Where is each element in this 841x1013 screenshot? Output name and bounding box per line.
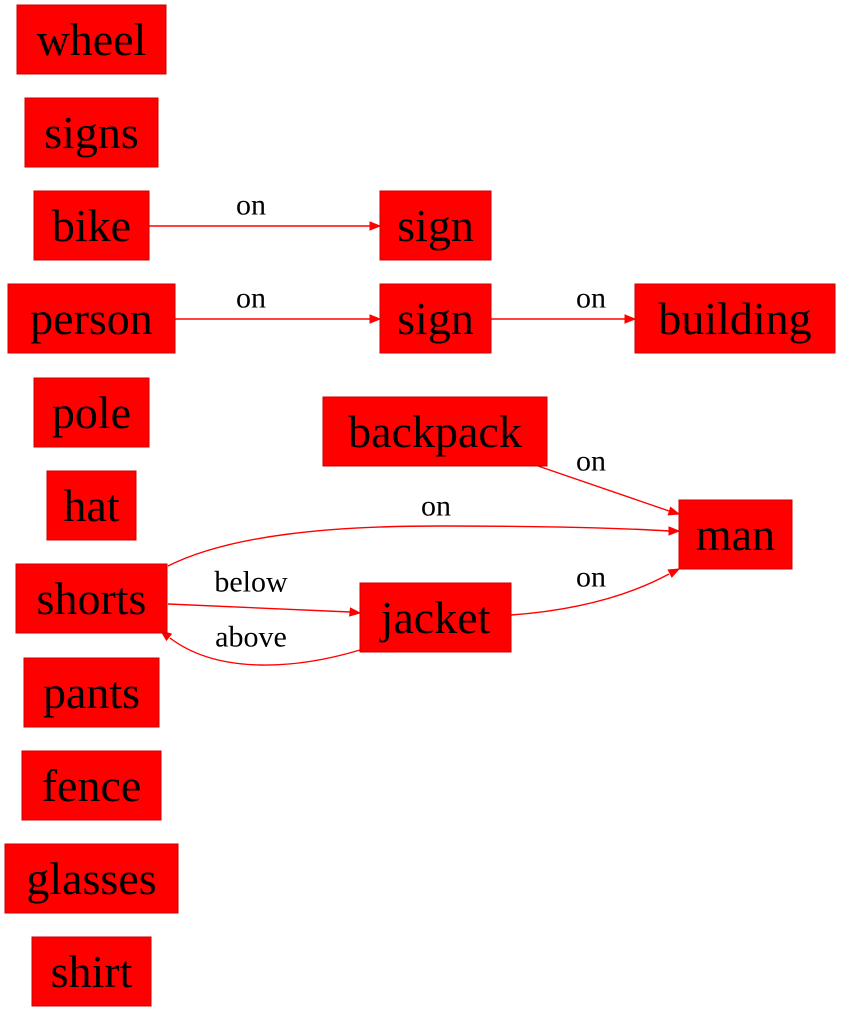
node-bike: bike [33, 190, 150, 261]
node-shorts: shorts [15, 563, 168, 634]
arrowhead-icon [668, 526, 681, 536]
edge-jacket-man: on [510, 561, 681, 616]
arrowhead-icon [369, 314, 382, 324]
node-label: signs [44, 107, 139, 158]
node-label: bike [52, 200, 131, 251]
edge-label: on [236, 282, 266, 315]
node-label: shirt [51, 946, 133, 997]
edge-person-sign2: on [175, 282, 382, 324]
node-box [23, 657, 160, 728]
edge-label: on [421, 490, 451, 523]
edge-line [167, 603, 351, 613]
node-label: building [658, 293, 811, 344]
node-glasses: glasses [4, 843, 179, 914]
edge-label: on [236, 189, 266, 222]
node-box [379, 190, 492, 261]
edge-label: on [576, 561, 606, 594]
node-pole: pole [33, 377, 150, 448]
node-box [322, 396, 548, 467]
edge-jacket-shorts: above [159, 621, 361, 666]
node-hat: hat [46, 470, 137, 541]
node-backpack: backpack [322, 396, 548, 467]
node-label: person [30, 293, 153, 344]
node-signs: signs [24, 97, 159, 168]
edge-sign2-building: on [491, 282, 637, 324]
node-label: shorts [37, 573, 147, 624]
node-box [46, 470, 137, 541]
nodes-layer: wheel signs bike sign person sign building pole… [4, 4, 836, 1007]
edge-label: on [576, 445, 606, 478]
edge-line [537, 465, 670, 512]
edge-label: on [576, 282, 606, 315]
node-box [16, 4, 167, 75]
node-fence: fence [21, 750, 162, 821]
node-sign2: sign [379, 283, 492, 354]
node-pants: pants [23, 657, 160, 728]
node-label: pole [52, 387, 131, 438]
edge-line [169, 637, 361, 666]
arrowhead-icon [624, 314, 637, 324]
node-box [15, 563, 168, 634]
edge-backpack-man: on [537, 445, 681, 516]
node-man: man [678, 499, 793, 570]
edge-label: below [214, 566, 288, 599]
node-box [31, 936, 152, 1007]
node-label: fence [42, 760, 142, 811]
node-label: hat [63, 480, 119, 531]
node-label: sign [397, 200, 474, 251]
node-jacket: jacket [359, 582, 512, 653]
node-box [24, 97, 159, 168]
node-wheel: wheel [16, 4, 167, 75]
node-box [634, 283, 836, 354]
node-person: person [7, 283, 176, 354]
node-label: wheel [37, 14, 147, 65]
edge-line [510, 573, 670, 616]
edge-shorts-man: on [167, 490, 681, 567]
edges-layer: on on on on on below on above [149, 189, 681, 666]
node-label: pants [43, 667, 140, 718]
node-label: sign [397, 293, 474, 344]
arrowhead-icon [667, 506, 681, 516]
node-label: man [696, 509, 775, 560]
node-label: glasses [26, 853, 156, 904]
arrowhead-icon [667, 568, 681, 578]
edge-line [167, 525, 670, 567]
node-shirt: shirt [31, 936, 152, 1007]
arrowhead-icon [349, 607, 362, 617]
edge-bike-sign1: on [149, 189, 382, 231]
node-label: jacket [379, 592, 491, 643]
edge-label: above [215, 621, 287, 654]
node-box [21, 750, 162, 821]
edge-shorts-jacket: below [167, 566, 362, 617]
node-box [359, 582, 512, 653]
node-label: backpack [348, 406, 522, 457]
node-box [33, 377, 150, 448]
node-box [379, 283, 492, 354]
arrowhead-icon [369, 221, 382, 231]
node-sign1: sign [379, 190, 492, 261]
node-box [4, 843, 179, 914]
node-building: building [634, 283, 836, 354]
node-box [678, 499, 793, 570]
node-box [7, 283, 176, 354]
node-box [33, 190, 150, 261]
